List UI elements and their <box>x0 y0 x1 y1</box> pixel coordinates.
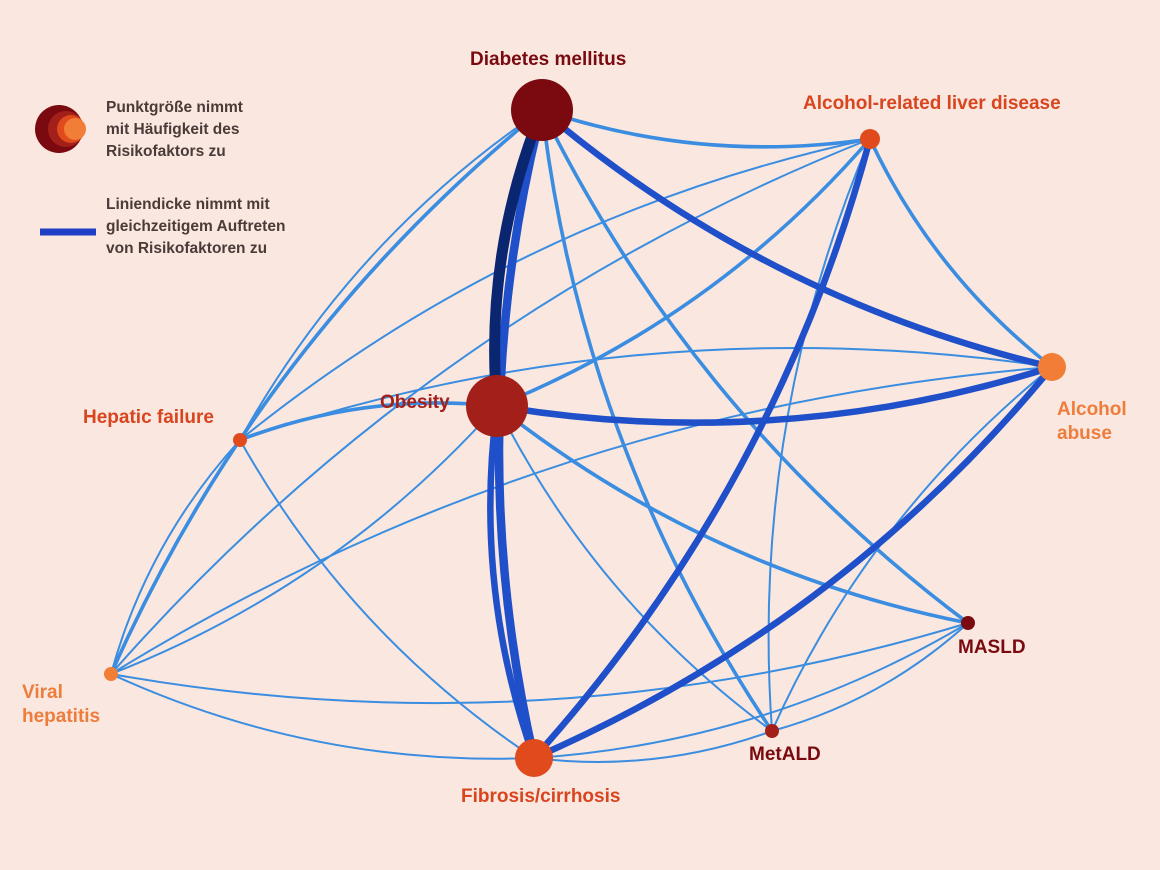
legend-icons <box>35 105 96 236</box>
node-label-alcohol_abuse-line: Alcohol <box>1057 399 1127 420</box>
edge-viral_hepatitis-masld <box>110 622 969 705</box>
edge-obesity-fibrosis <box>487 402 538 762</box>
node-label-obesity-line: Obesity <box>380 392 450 413</box>
edge-fibrosis-ald <box>530 135 874 762</box>
node-label-alcohol_abuse-line: abuse <box>1057 423 1112 444</box>
node-label-masld-line: MASLD <box>958 637 1026 658</box>
node-label-viral_hepatitis-line: hepatitis <box>22 706 101 727</box>
edge-ald-metald <box>767 138 871 732</box>
edge-hepatic_failure-viral_hepatitis <box>110 439 241 675</box>
node-label-ald: Alcohol-related liver disease <box>803 92 1061 116</box>
legend-width-line-1: Liniendicke nimmt mit <box>106 196 270 213</box>
legend-size-text: Punktgröße nimmt mit Häufigkeit des Risi… <box>106 97 346 163</box>
node-metald <box>765 724 779 738</box>
legend-size-line-1: Punktgröße nimmt <box>106 99 243 116</box>
node-label-alcohol_abuse: Alcohol abuse <box>1057 398 1127 446</box>
edge-diabetes-alcohol_abuse <box>538 106 1056 371</box>
legend-size-dot-tiny <box>64 118 86 140</box>
node-label-ald-line: Alcohol-related liver disease <box>803 93 1061 114</box>
edge-fibrosis-metald <box>533 730 773 763</box>
edge-obesity-ald <box>495 137 872 408</box>
node-label-fibrosis: Fibrosis/cirrhosis <box>461 785 620 809</box>
edge-diabetes-masld <box>540 108 970 625</box>
legend-width-line-3: von Risikofaktoren zu <box>106 240 268 257</box>
edge-alcohol_abuse-hepatic_failure <box>239 346 1053 441</box>
legend-width-line-2: gleichzeitigem Auftreten <box>106 218 286 235</box>
node-label-metald-line: MetALD <box>749 744 821 765</box>
edge-ald-alcohol_abuse <box>868 137 1054 369</box>
node-hepatic_failure <box>233 433 247 447</box>
edge-diabetes-viral_hepatitis <box>109 108 544 676</box>
edge-hepatic_failure-fibrosis <box>239 439 535 759</box>
edge-metald-masld <box>771 622 969 732</box>
edges-group <box>109 104 1056 763</box>
edge-alcohol_abuse-viral_hepatitis <box>110 366 1053 675</box>
edge-ald-hepatic_failure <box>239 138 871 441</box>
node-label-metald: MetALD <box>749 743 821 767</box>
edge-diabetes-hepatic_failure <box>239 109 543 441</box>
edge-diabetes-metald <box>540 108 774 733</box>
node-alcohol_abuse <box>1038 353 1066 381</box>
edge-diabetes-ald <box>540 108 872 149</box>
node-label-diabetes: Diabetes mellitus <box>470 48 626 72</box>
node-label-diabetes-line: Diabetes mellitus <box>470 49 627 70</box>
edge-fibrosis-masld <box>533 622 969 759</box>
node-masld <box>961 616 975 630</box>
node-label-obesity: Obesity <box>380 391 450 415</box>
node-diabetes <box>511 79 573 141</box>
edge-obesity-masld <box>495 404 970 625</box>
edge-diabetes-obesity <box>489 104 548 412</box>
edge-obesity-alcohol_abuse <box>493 363 1056 426</box>
node-fibrosis <box>515 739 553 777</box>
edge-fibrosis-alcohol_abuse <box>530 363 1056 762</box>
legend-size-line-3: Risikofaktors zu <box>106 143 226 160</box>
edge-viral_hepatitis-fibrosis <box>110 673 535 760</box>
node-label-masld: MASLD <box>958 636 1026 660</box>
legend-size-line-2: mit Häufigkeit des <box>106 121 240 138</box>
nodes-group <box>104 79 1066 777</box>
edge-ald-viral_hepatitis <box>110 138 871 675</box>
node-label-viral_hepatitis-line: Viral <box>22 682 63 703</box>
node-label-fibrosis-line: Fibrosis/cirrhosis <box>461 786 621 807</box>
legend-width-text: Liniendicke nimmt mit gleichzeitigem Auf… <box>106 194 346 260</box>
node-label-viral_hepatitis: Viral hepatitis <box>22 681 100 729</box>
edge-obesity-metald <box>496 405 773 732</box>
edge-obesity-hepatic_failure <box>238 401 499 442</box>
node-viral_hepatitis <box>104 667 118 681</box>
edge-alcohol_abuse-metald <box>771 366 1053 732</box>
node-label-hepatic_failure: Hepatic failure <box>83 406 214 430</box>
node-obesity <box>466 375 528 437</box>
node-ald <box>860 129 880 149</box>
edge-viral_hepatitis-obesity <box>110 405 498 675</box>
node-label-hepatic_failure-line: Hepatic failure <box>83 407 214 428</box>
